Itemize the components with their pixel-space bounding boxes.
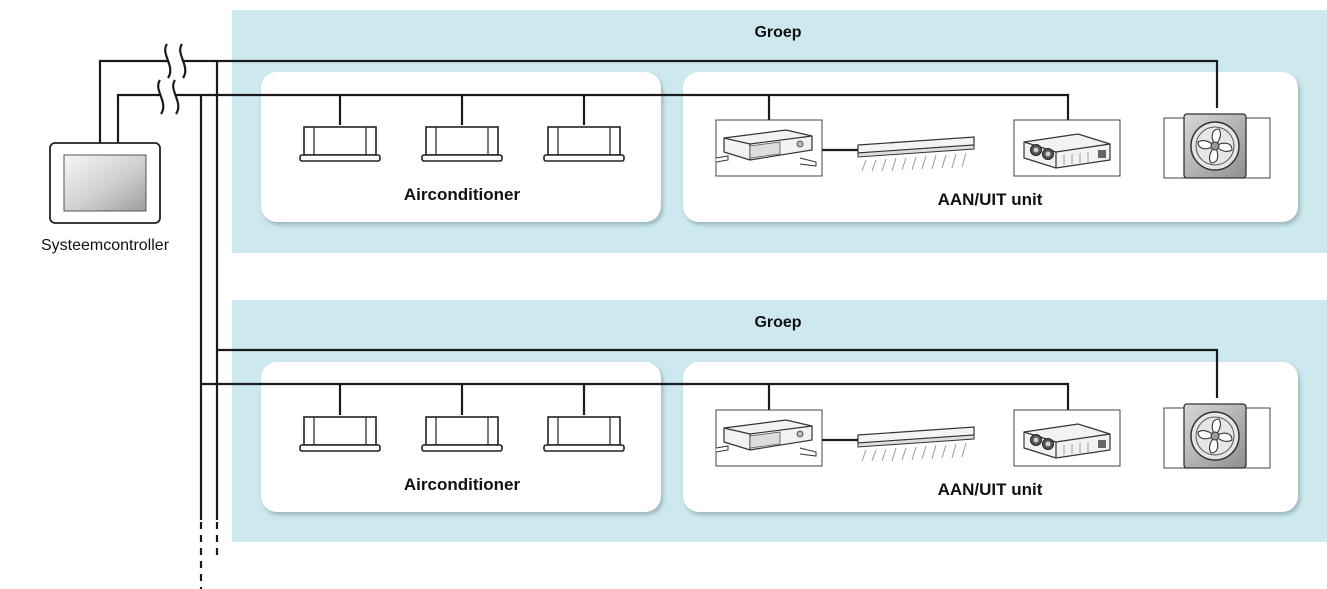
heat-recovery-icon — [1013, 119, 1121, 177]
airconditioner-label: Airconditioner — [404, 475, 521, 494]
cassette-unit-icon — [421, 416, 503, 452]
ventilation-fan-icon — [1163, 113, 1271, 179]
cassette-unit-icon — [299, 416, 381, 452]
group-title: Groep — [754, 24, 801, 41]
airconditioner-label: Airconditioner — [404, 185, 521, 204]
cassette-unit-icon — [543, 126, 625, 162]
aan-uit-box — [683, 362, 1298, 512]
wiring — [98, 43, 1219, 589]
touch-panel-icon — [49, 142, 161, 224]
controller-label: Systeemcontroller — [41, 237, 170, 254]
ducted-unit-icon — [715, 409, 823, 467]
aan-uit-label: AAN/UIT unit — [938, 480, 1043, 499]
cassette-unit-icon — [421, 126, 503, 162]
aan-uit-label: AAN/UIT unit — [938, 190, 1043, 209]
cassette-unit-icon — [543, 416, 625, 452]
heat-recovery-icon — [1013, 409, 1121, 467]
aan-uit-box — [683, 72, 1298, 222]
ventilation-fan-icon — [1163, 403, 1271, 469]
group-title: Groep — [754, 314, 801, 331]
cassette-unit-icon — [299, 126, 381, 162]
ducted-unit-icon — [715, 119, 823, 177]
